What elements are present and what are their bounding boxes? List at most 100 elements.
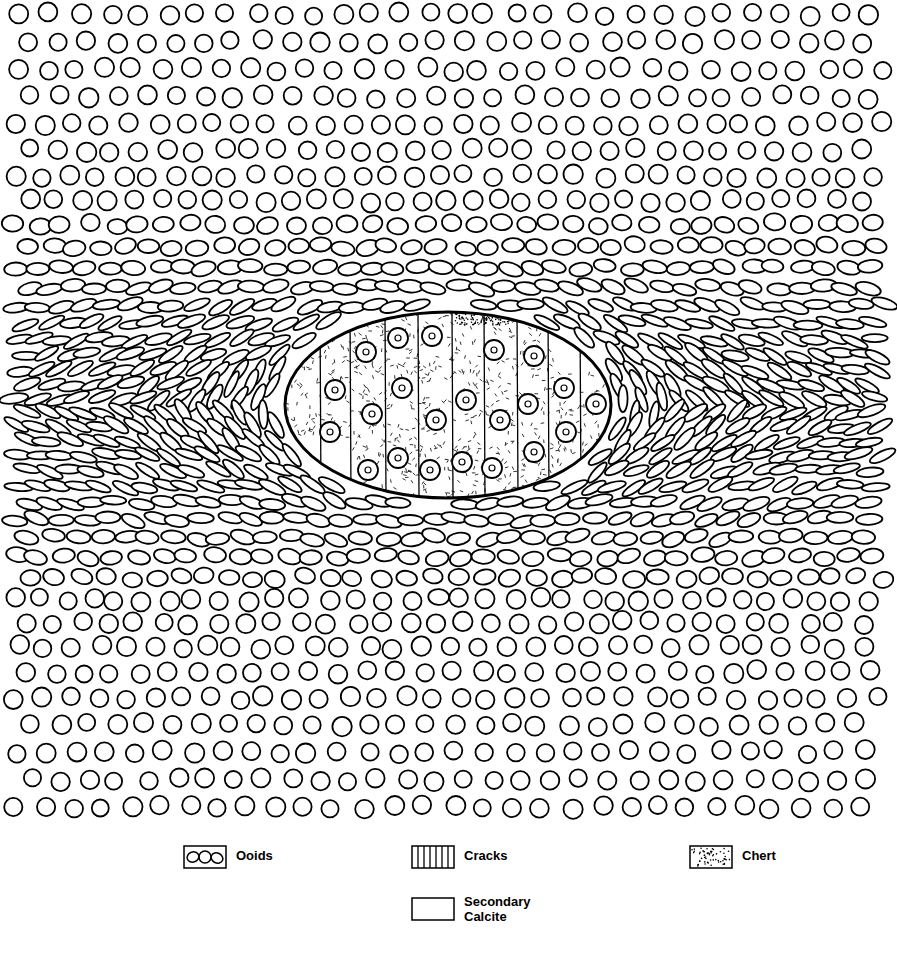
ooid bbox=[615, 191, 632, 208]
ooid bbox=[19, 33, 37, 51]
ooid bbox=[629, 592, 648, 611]
ooid bbox=[63, 114, 81, 132]
ooid bbox=[178, 115, 196, 133]
ooid bbox=[715, 30, 734, 49]
ooid bbox=[339, 773, 356, 790]
ooid bbox=[455, 771, 472, 788]
ooid bbox=[800, 34, 819, 53]
ooid bbox=[736, 510, 763, 530]
ooid bbox=[231, 115, 249, 133]
ooid bbox=[842, 240, 866, 256]
ooid bbox=[601, 142, 619, 160]
ooid bbox=[594, 117, 612, 135]
ooid bbox=[40, 62, 58, 80]
ooid bbox=[32, 688, 51, 707]
ooid bbox=[760, 800, 779, 819]
ooid bbox=[768, 238, 791, 254]
ooid bbox=[469, 639, 486, 656]
ooid bbox=[823, 144, 841, 162]
ooid bbox=[400, 34, 417, 51]
ooid bbox=[172, 687, 190, 705]
ooid bbox=[856, 740, 875, 759]
ooid bbox=[742, 31, 760, 49]
ooid bbox=[539, 616, 556, 633]
ooid bbox=[123, 797, 142, 816]
ooid bbox=[423, 237, 448, 256]
ooid bbox=[690, 216, 712, 234]
ooid bbox=[347, 590, 365, 608]
ooid bbox=[310, 690, 328, 708]
ooid bbox=[338, 301, 365, 314]
ooid bbox=[613, 611, 632, 630]
secondary-calcite-boundary bbox=[560, 318, 612, 378]
ooid bbox=[48, 216, 69, 233]
ooid bbox=[248, 715, 265, 732]
ooid bbox=[397, 89, 415, 107]
ooid bbox=[76, 548, 101, 569]
ooid bbox=[730, 716, 749, 735]
ooid bbox=[11, 317, 40, 334]
ooid bbox=[856, 466, 884, 478]
ooid bbox=[355, 59, 374, 78]
ooid bbox=[373, 613, 392, 632]
ooid bbox=[276, 7, 293, 24]
ooid bbox=[799, 772, 818, 791]
ooid bbox=[675, 569, 698, 589]
ooid bbox=[36, 116, 55, 135]
ooid bbox=[464, 191, 483, 210]
ooid bbox=[256, 115, 273, 132]
ooid bbox=[260, 511, 284, 523]
ooid bbox=[825, 31, 844, 50]
ooid bbox=[837, 479, 864, 489]
ooid bbox=[713, 4, 731, 22]
ooid bbox=[348, 531, 372, 545]
ooid bbox=[650, 742, 669, 761]
ooid bbox=[378, 143, 397, 162]
ooid bbox=[541, 294, 570, 315]
ooid bbox=[812, 169, 829, 186]
ooid bbox=[864, 237, 888, 255]
ooid bbox=[815, 235, 839, 255]
ooid bbox=[676, 799, 694, 817]
ooid bbox=[443, 662, 461, 680]
ooid bbox=[203, 191, 222, 210]
ooid bbox=[771, 5, 789, 23]
ooid bbox=[656, 30, 675, 49]
ooid bbox=[721, 636, 739, 654]
ooid bbox=[358, 661, 376, 679]
ooid bbox=[538, 165, 557, 184]
ooid bbox=[368, 35, 387, 54]
ooid bbox=[772, 31, 789, 48]
ooid bbox=[62, 239, 87, 258]
ooid bbox=[160, 240, 183, 257]
ooid bbox=[321, 591, 340, 610]
ooid bbox=[197, 88, 215, 106]
ooid bbox=[138, 168, 156, 186]
ooid bbox=[709, 143, 726, 160]
ooid bbox=[866, 416, 894, 437]
ooid bbox=[821, 61, 839, 79]
ooid bbox=[589, 718, 607, 736]
ooid bbox=[654, 590, 672, 608]
ooid bbox=[385, 60, 403, 78]
ooid bbox=[49, 259, 74, 274]
ooid bbox=[863, 361, 891, 381]
ooid bbox=[798, 190, 816, 208]
ooid bbox=[310, 33, 329, 52]
ooid bbox=[340, 34, 358, 52]
ooid bbox=[182, 796, 200, 814]
ooid bbox=[622, 570, 645, 588]
ooid bbox=[803, 300, 830, 309]
ooid bbox=[520, 530, 545, 544]
ooid bbox=[390, 746, 408, 764]
ooid bbox=[727, 691, 746, 710]
ooid bbox=[811, 260, 836, 277]
ooid bbox=[242, 572, 262, 588]
ooid bbox=[532, 588, 551, 607]
ooid bbox=[555, 636, 573, 654]
ooid bbox=[86, 168, 104, 186]
ooid bbox=[539, 191, 557, 209]
ooid bbox=[455, 89, 473, 107]
ooid bbox=[619, 117, 638, 136]
ooid bbox=[503, 799, 521, 817]
